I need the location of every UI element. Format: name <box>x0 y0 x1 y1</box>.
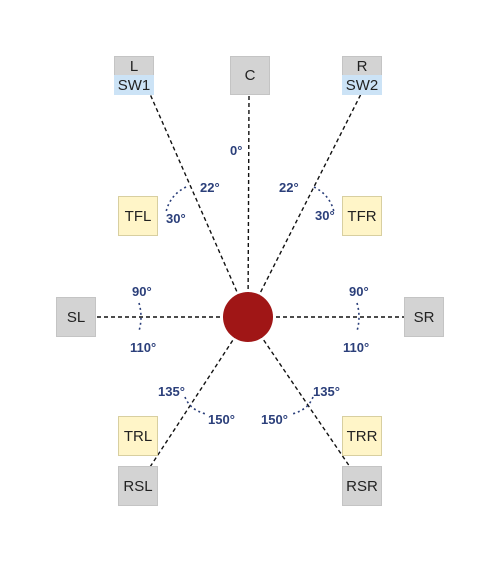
angle-front-right-outer: 30° <box>315 208 335 223</box>
line-to-left <box>149 93 249 318</box>
speaker-left: L <box>114 56 154 76</box>
angle-center: 0° <box>230 143 243 158</box>
speaker-rear-side-left: RSL <box>118 466 158 506</box>
speaker-left-label: L <box>129 57 139 75</box>
speaker-side-right: SR <box>404 297 444 337</box>
angle-rear-right-inner: 135° <box>313 384 340 399</box>
angle-side-left-bottom: 110° <box>130 340 157 355</box>
subwoofer-1-label: SW1 <box>117 76 151 94</box>
angle-front-right-inner: 22° <box>279 180 299 195</box>
speaker-right: R <box>342 56 382 76</box>
arc-rear-left <box>184 396 207 415</box>
speaker-top-rear-right: TRR <box>342 416 382 456</box>
speaker-rsr-label: RSR <box>346 477 378 495</box>
speaker-right-label: R <box>356 57 368 75</box>
speaker-center: C <box>230 56 270 95</box>
speaker-sl-label: SL <box>66 308 86 326</box>
listener-position <box>223 292 273 342</box>
subwoofer-2-label: SW2 <box>345 76 379 94</box>
speaker-rsl-label: RSL <box>123 477 153 495</box>
speaker-tfr-label: TFR <box>347 207 377 225</box>
speaker-top-front-right: TFR <box>342 196 382 236</box>
speaker-rear-side-right: RSR <box>342 466 382 506</box>
speaker-top-front-left: TFL <box>118 196 158 236</box>
line-to-center <box>247 95 250 318</box>
angle-side-right-top: 90° <box>349 284 369 299</box>
line-to-rear-right <box>247 316 351 468</box>
arc-front-right <box>313 186 335 213</box>
arc-side-right <box>356 302 360 332</box>
subwoofer-2: SW2 <box>342 75 382 95</box>
speaker-tfl-label: TFL <box>124 207 152 225</box>
angle-front-left-inner: 22° <box>200 180 220 195</box>
angle-rear-left-outer: 150° <box>208 412 235 427</box>
arc-rear-right <box>291 396 314 415</box>
angle-rear-right-outer: 150° <box>261 412 288 427</box>
angle-side-right-bottom: 110° <box>343 340 370 355</box>
line-to-rear-left <box>149 316 249 468</box>
speaker-trl-label: TRL <box>123 427 153 445</box>
angle-rear-left-inner: 135° <box>158 384 185 399</box>
subwoofer-1: SW1 <box>114 75 154 95</box>
arc-side-left <box>138 302 142 332</box>
speaker-top-rear-left: TRL <box>118 416 158 456</box>
speaker-sr-label: SR <box>413 308 435 326</box>
speaker-center-label: C <box>244 67 256 84</box>
speaker-side-left: SL <box>56 297 96 337</box>
speaker-trr-label: TRR <box>346 427 378 445</box>
arc-front-left <box>165 186 187 213</box>
angle-side-left-top: 90° <box>132 284 152 299</box>
angle-front-left-outer: 30° <box>166 211 186 226</box>
